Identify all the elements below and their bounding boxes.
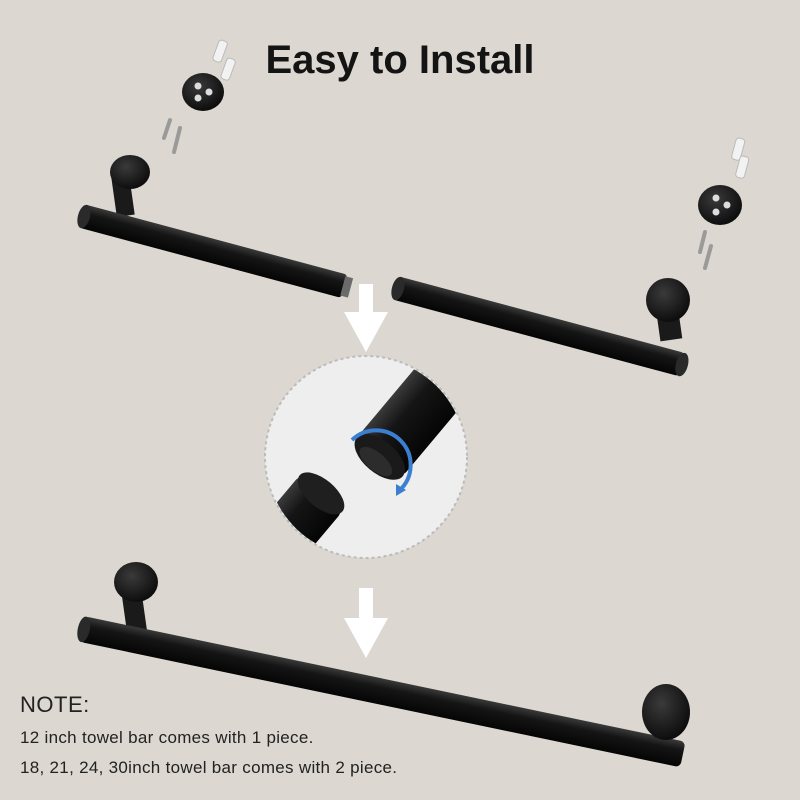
install-note: NOTE: 12 inch towel bar comes with 1 pie…: [20, 692, 397, 788]
towel-bar-assembled: [77, 562, 690, 767]
note-line-single-piece: 12 inch towel bar comes with 1 piece.: [20, 728, 314, 747]
mounting-plate-icon: [698, 185, 742, 225]
note-heading: NOTE:: [20, 692, 90, 717]
connection-detail-magnifier: [264, 355, 468, 559]
screw-icon: [698, 230, 713, 270]
mounting-plate-icon: [182, 73, 224, 111]
wall-anchor-icon: [731, 137, 750, 179]
towel-bar-right-half: [391, 276, 690, 377]
down-arrow-icon: [344, 284, 388, 352]
note-line-two-piece: 18, 21, 24, 30inch towel bar comes with …: [20, 758, 398, 777]
page-title: Easy to Install: [265, 38, 535, 82]
towel-bar-left-half: [77, 155, 354, 298]
down-arrow-icon: [344, 588, 388, 658]
screw-icon: [162, 118, 182, 154]
wall-anchor-icon: [212, 39, 236, 81]
